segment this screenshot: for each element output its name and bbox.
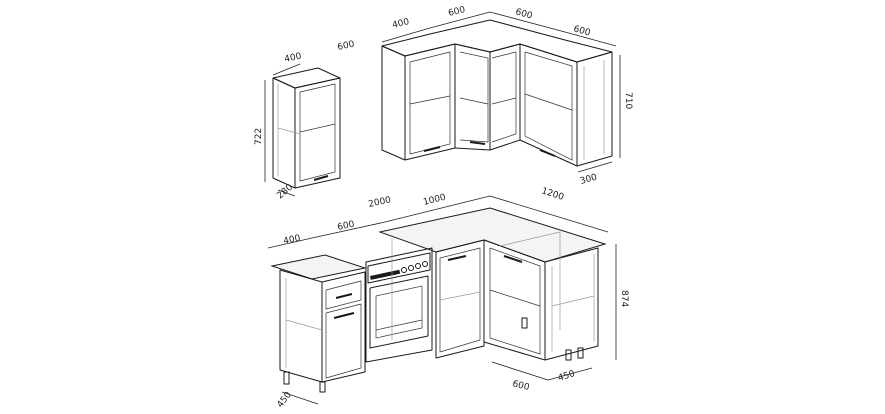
base-cabinets <box>267 195 617 405</box>
dim-wall-600-c: 600 <box>572 24 592 38</box>
dim-wall-600-left: 600 <box>337 40 356 53</box>
dim-wall-600-a: 600 <box>447 5 466 19</box>
dim-wall-height-left: 722 <box>254 128 264 145</box>
dim-wall-600-b: 600 <box>514 7 534 21</box>
dim-base-600-bottom: 600 <box>511 379 530 393</box>
dim-base-2000: 2000 <box>368 195 393 210</box>
dim-wall-depth-right: 300 <box>579 172 599 186</box>
wall-cabinet-left <box>264 63 341 197</box>
dim-base-height: 874 <box>619 290 629 307</box>
dim-wall-depth-left: 280 <box>276 182 296 201</box>
dim-base-400: 400 <box>283 234 302 247</box>
wall-cabinet-group-right <box>381 11 621 173</box>
dim-wall-height-right: 710 <box>623 92 633 109</box>
dim-wall-400-right: 400 <box>391 17 410 31</box>
dim-wall-400-left: 400 <box>284 52 303 65</box>
dim-base-1200: 1200 <box>540 186 565 203</box>
dim-base-600: 600 <box>337 220 356 233</box>
dim-base-depth-left: 450 <box>275 390 294 410</box>
dim-base-1000: 1000 <box>422 193 447 208</box>
dim-base-depth-right: 450 <box>557 369 577 384</box>
